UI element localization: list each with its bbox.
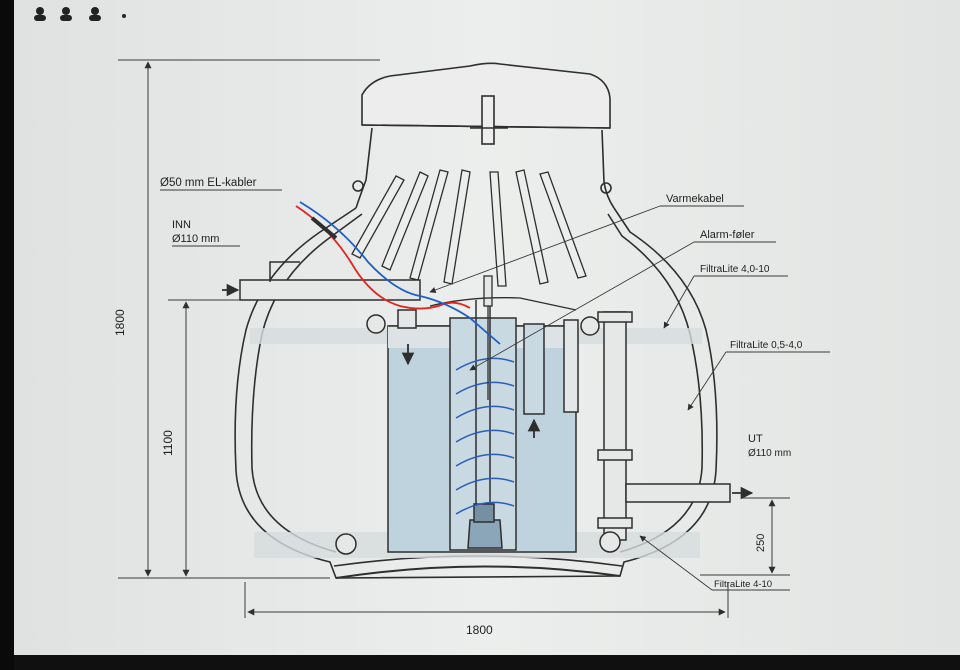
label-outlet-size: Ø110 mm	[748, 448, 791, 459]
heating-cable-coil	[455, 357, 515, 515]
outlet-pipe	[335, 311, 731, 555]
dimension-lines	[118, 59, 790, 618]
label-inlet-title: INN	[172, 219, 191, 231]
label-inlet-size: Ø110 mm	[172, 233, 219, 245]
dimension-outlet-height: 250	[755, 534, 767, 552]
dimension-width: 1800	[466, 623, 493, 637]
label-filtralite-top: FiltraLite 4,0-10	[700, 264, 770, 275]
label-heat-cable: Varmekabel	[666, 193, 724, 205]
label-alarm-sensor: Alarm-føler	[700, 229, 755, 241]
dot-icon	[122, 14, 126, 18]
label-filtralite-mid: FiltraLite 0,5-4,0	[730, 340, 803, 351]
person-icon	[89, 7, 101, 21]
filter-chamber	[387, 300, 579, 553]
person-icon	[34, 7, 46, 21]
leader-lines	[160, 189, 830, 591]
dimension-total-height: 1800	[113, 309, 127, 336]
flow-arrows	[222, 283, 754, 500]
person-icon	[60, 7, 72, 21]
tank-shell	[234, 62, 718, 579]
dimension-inlet-height: 1100	[161, 430, 175, 456]
status-icons	[34, 7, 126, 21]
label-filtralite-bottom: FiltraLite 4-10	[714, 579, 772, 590]
inlet-pipe	[239, 261, 421, 334]
tank-ribs	[351, 169, 587, 287]
label-outlet-title: UT	[748, 433, 763, 445]
label-cables: Ø50 mm EL-kabler	[160, 177, 257, 189]
alarm-sensor	[483, 275, 493, 400]
electrical-cables	[295, 201, 501, 345]
